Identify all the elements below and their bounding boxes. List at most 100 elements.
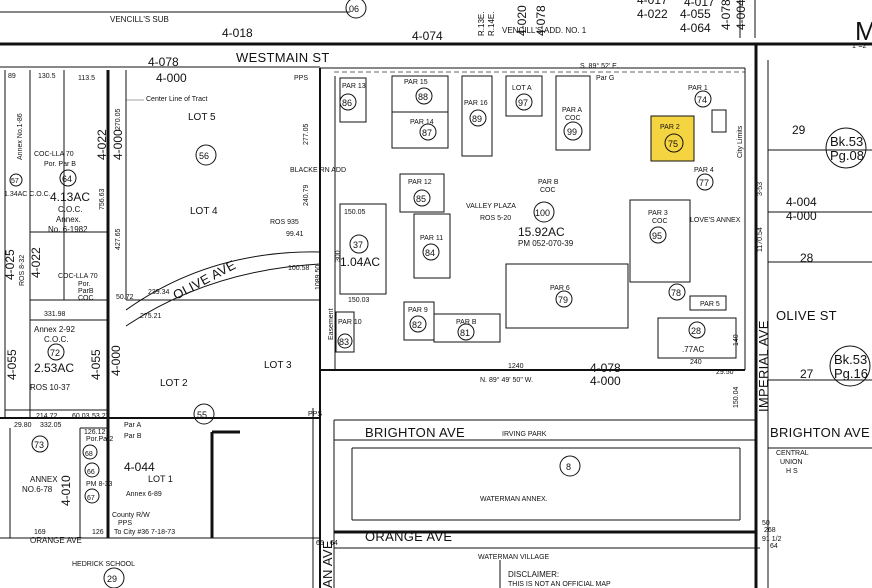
blacke-add: BLACKE RN ADD — [290, 167, 346, 174]
v427-65: 427.65 — [115, 228, 122, 250]
annex-6-1982: No. 6-1982 — [48, 225, 88, 234]
v1170-54: 1170.54 — [757, 227, 764, 252]
circle-67: 67 — [87, 495, 95, 502]
bk53-pg08-b: Pg.08 — [830, 148, 864, 163]
par-5: PAR 5 — [700, 301, 720, 308]
pm-052-070-39: PM 052-070-39 — [518, 239, 574, 248]
par-15: PAR 15 — [404, 79, 428, 86]
circle-77: 77 — [699, 178, 709, 188]
v140: 140 — [733, 334, 740, 346]
union-label: UNION — [780, 459, 803, 466]
circle-83: 83 — [339, 337, 349, 347]
par-b-coc: COC — [540, 187, 556, 194]
tract-lots: LOT 5 56 LOT 4 ROS 935 99.41 100.58 LOT … — [125, 75, 346, 425]
par-b: PAR B — [538, 179, 559, 186]
circle-85: 85 — [416, 194, 426, 204]
label-4-078-bottom: 4-078 — [590, 361, 621, 375]
circle-89: 89 — [472, 114, 482, 124]
street-brighton-ave-right: BRIGHTON AVE — [770, 425, 870, 440]
book-circle-06 — [345, 0, 367, 19]
lot-5: LOT 5 — [188, 112, 216, 123]
label-4-020: 4-020 — [515, 5, 529, 36]
annex-left: Annex. — [56, 215, 81, 224]
street-olive-st: OLIVE ST — [776, 308, 837, 323]
par-16: PAR 16 — [464, 100, 488, 107]
label-4-064: 4-064 — [680, 21, 711, 35]
circle-64: 64 — [62, 174, 72, 184]
par-2: PAR 2 — [660, 124, 680, 131]
v1089-50: 1089.50 — [315, 265, 322, 290]
centerline-label: Center Line of Tract — [146, 96, 208, 103]
par-10: PAR 10 — [338, 319, 362, 326]
right-margin: 29 28 27 Bk.53 Pg.08 Bk.53 Pg.16 CENTRAL… — [762, 123, 872, 550]
street-orange-ave-small: ORANGE AVE — [30, 536, 82, 545]
lot-3: LOT 3 — [264, 360, 292, 371]
hedrick-school: HEDRICK SCHOOL — [72, 561, 135, 568]
circle-72: 72 — [50, 348, 60, 358]
lot-2: LOT 2 — [160, 378, 188, 389]
loves-annex: LOVE'S ANNEX — [690, 217, 741, 224]
v99-41: 99.41 — [286, 231, 304, 238]
pm-8-33: PM 8-33 — [86, 481, 113, 488]
por-par2: Por.Par2 — [86, 436, 113, 443]
label-4-010: 4-010 — [59, 475, 73, 506]
left-area: 4-078 4-000 89 130.5 113.5 Center Line o… — [3, 55, 208, 588]
annex-6-89: Annex 6-89 — [126, 491, 162, 498]
v214-72: 214.72 — [36, 413, 58, 420]
irving-park: IRVING PARK — [502, 431, 547, 438]
label-4-074: 4-074 — [412, 29, 443, 43]
v50-72: 50.72 — [116, 294, 134, 301]
v270-05: 270.05 — [115, 108, 122, 130]
annex-6-78: NO.6-78 — [22, 485, 53, 494]
label-4-055-top: 4-055 — [680, 7, 711, 21]
v3-53: 3-53 — [757, 182, 764, 196]
circle-8: 8 — [566, 462, 571, 472]
v91-half: 91 1/2 — [762, 536, 782, 543]
ac-2-53: 2.53AC — [34, 361, 74, 375]
v268: 268 — [764, 527, 776, 534]
label-4-004-right: 4-004 — [786, 195, 817, 209]
disclaimer-2: THIS IS NOT AN OFFICIAL MAP — [508, 581, 611, 588]
v53-27: 53.27 — [92, 413, 110, 420]
bottom-area: IRVING PARK 8 WATERMAN ANNEX. WATERMAN V… — [316, 431, 741, 588]
circle-100: 100 — [535, 208, 550, 218]
street-lines — [0, 42, 872, 588]
lot-a: LOT A — [512, 85, 532, 92]
vencill-sub: VENCILL'S SUB — [110, 15, 169, 24]
v89: 89 — [8, 73, 16, 80]
par-a-left: Par A — [124, 422, 141, 429]
par-b-small: PAR B — [456, 319, 477, 326]
v64-bottom: 64 — [330, 540, 338, 547]
par-3-coc: COC — [652, 218, 668, 225]
pps-left: PPS — [118, 520, 132, 527]
label-4-025: 4-025 — [3, 249, 17, 280]
disclaimer: DISCLAIMER: — [508, 570, 559, 579]
circle-81: 81 — [460, 328, 470, 338]
par-3: PAR 3 — [648, 210, 668, 217]
label-4-078-right: 4-078 — [719, 0, 733, 30]
ac-1-34: 1.34AC C.O.C. — [4, 191, 51, 198]
v29-50: 29.50 — [716, 369, 734, 376]
range-r14e: R.14E. — [487, 12, 496, 36]
vencill-add: VENCILL'S ADD. NO. 1 — [502, 26, 587, 35]
v65-bottom: 65 — [316, 540, 324, 547]
corner-scale: 1"=2 — [852, 43, 866, 50]
por-label: Por. — [78, 281, 91, 288]
v331-98: 331.98 — [44, 311, 66, 318]
ac-0-77: .77AC — [682, 345, 704, 354]
valley-plaza: VALLEY PLAZA — [466, 203, 516, 210]
city-limits: City Limits — [737, 125, 744, 158]
label-4-022-b: 4-022 — [29, 247, 43, 278]
label-4-000-left: 4-000 — [156, 71, 187, 85]
circle-82: 82 — [412, 320, 422, 330]
label-4-022-top: 4-022 — [637, 7, 668, 21]
circle-84: 84 — [425, 248, 435, 258]
par-9: PAR 9 — [408, 307, 428, 314]
street-main-ave: AN AVE — [320, 540, 335, 588]
ac-4-13: 4.13AC — [50, 190, 90, 204]
par-2-highlight[interactable] — [650, 115, 695, 162]
v240: 240 — [690, 359, 702, 366]
book-06: 06 — [349, 4, 359, 14]
par-1: PAR 1 — [688, 85, 708, 92]
